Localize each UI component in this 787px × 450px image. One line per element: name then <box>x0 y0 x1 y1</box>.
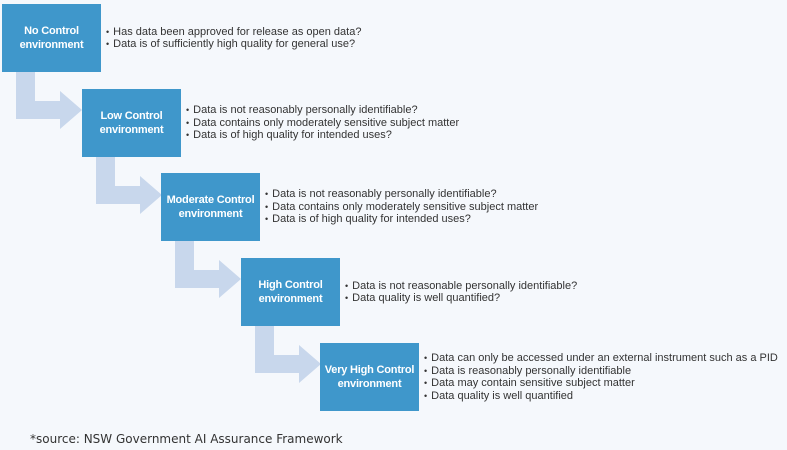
level-box: Moderate Control environment <box>161 173 260 241</box>
level-box: No Control environment <box>2 4 101 72</box>
level-box: High Control environment <box>241 258 340 326</box>
criteria-list: Has data been approved for release as op… <box>106 4 361 72</box>
criteria-item: Data is not reasonably personally identi… <box>265 188 538 201</box>
criteria-item: Data is of sufficiently high quality for… <box>106 38 361 51</box>
source-note: *source: NSW Government AI Assurance Fra… <box>30 432 343 446</box>
criteria-item: Data may contain sensitive subject matte… <box>424 377 778 390</box>
level-box: Low Control environment <box>82 89 181 157</box>
criteria-item: Data is not reasonably personally identi… <box>186 104 459 117</box>
criteria-list: Data is not reasonably personally identi… <box>186 89 459 157</box>
criteria-item: Data contains only moderately sensitive … <box>265 201 538 214</box>
criteria-list: Data is not reasonable personally identi… <box>345 258 577 326</box>
flow-arrow-icon <box>175 241 241 298</box>
criteria-item: Data can only be accessed under an exter… <box>424 352 778 365</box>
flow-arrow-icon <box>255 326 321 383</box>
criteria-list: Data is not reasonably personally identi… <box>265 173 538 241</box>
level-box: Very High Control environment <box>320 343 419 411</box>
criteria-item: Data contains only moderately sensitive … <box>186 117 459 130</box>
criteria-item: Has data been approved for release as op… <box>106 26 361 39</box>
criteria-list: Data can only be accessed under an exter… <box>424 343 778 411</box>
flow-arrow-icon <box>96 157 162 214</box>
criteria-item: Data is not reasonable personally identi… <box>345 280 577 293</box>
criteria-item: Data is of high quality for intended use… <box>265 213 538 226</box>
criteria-item: Data quality is well quantified <box>424 390 778 403</box>
criteria-item: Data is reasonably personally identifiab… <box>424 365 778 378</box>
criteria-item: Data quality is well quantified? <box>345 292 577 305</box>
criteria-item: Data is of high quality for intended use… <box>186 129 459 142</box>
flow-arrow-icon <box>16 72 82 129</box>
